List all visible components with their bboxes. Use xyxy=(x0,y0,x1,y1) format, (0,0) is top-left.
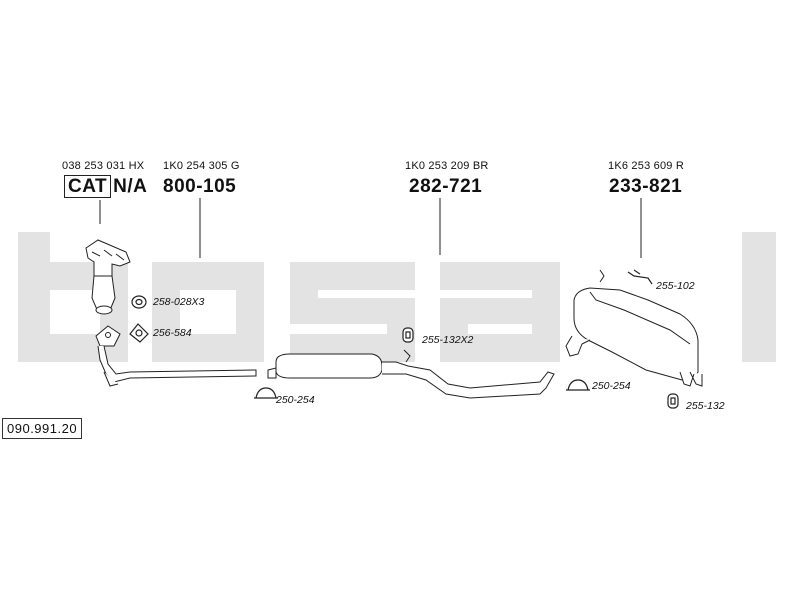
center-silencer xyxy=(267,349,555,399)
front-pipe xyxy=(95,325,257,387)
part-code-1-value: N/A xyxy=(113,176,148,197)
oem-number-4: 1K6 253 609 R xyxy=(608,160,684,172)
accessory-label-7[interactable]: 255-132 xyxy=(686,400,725,412)
accessory-label-6[interactable]: 250-254 xyxy=(592,380,631,392)
diagram-reference: 090.991.20 xyxy=(2,418,83,439)
accessory-label-3[interactable]: 250-254 xyxy=(276,394,315,406)
clamp-icon xyxy=(254,387,278,399)
part-code-2[interactable]: 800-105 xyxy=(163,176,237,197)
oem-number-2: 1K0 254 305 G xyxy=(163,160,240,172)
hanger-bracket-icon xyxy=(627,269,653,285)
accessory-label-4[interactable]: 255-132X2 xyxy=(422,334,474,346)
leader-lines xyxy=(99,198,642,258)
cat-badge: CAT xyxy=(64,175,112,198)
accessory-label-1[interactable]: 258-028X3 xyxy=(153,296,205,308)
accessory-label-5[interactable]: 255-102 xyxy=(656,280,695,292)
part-code-4[interactable]: 233-821 xyxy=(609,176,683,197)
part-code-3[interactable]: 282-721 xyxy=(409,176,483,197)
accessory-icons xyxy=(129,269,679,409)
accessory-label-2[interactable]: 256-584 xyxy=(153,327,192,339)
rear-silencer xyxy=(565,269,703,387)
oem-number-1: 038 253 031 HX xyxy=(62,160,145,172)
clamp-icon-2 xyxy=(566,379,590,391)
catalytic-converter-manifold xyxy=(85,239,131,315)
oem-number-3: 1K0 253 209 BR xyxy=(405,160,489,172)
